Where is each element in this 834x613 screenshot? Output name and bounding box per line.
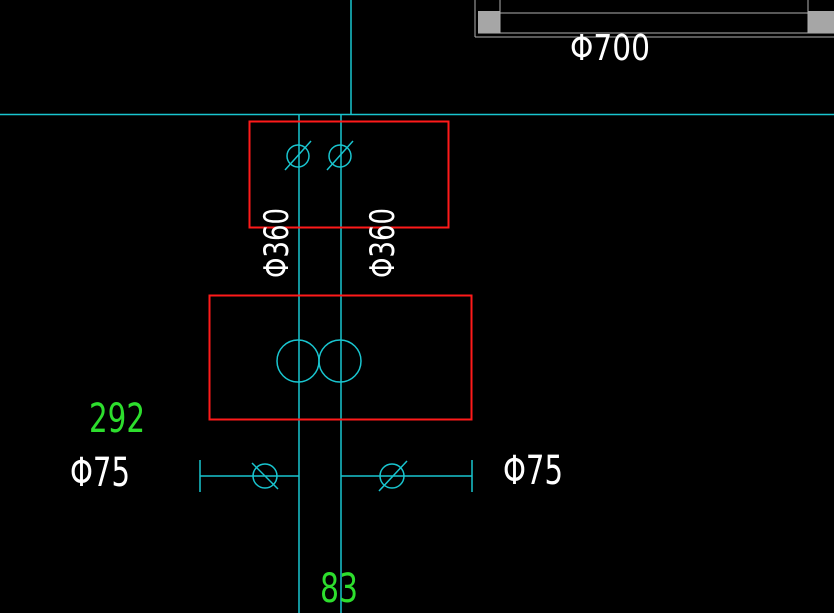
diameter-symbol-right	[326, 140, 354, 171]
diameter-symbol-left-slash	[284, 140, 312, 171]
frame-block-right	[808, 11, 834, 33]
diameter-symbol-right-slash	[326, 140, 354, 171]
side-branch-left-diameter-slash	[251, 462, 279, 490]
diameter-symbol-right-circle	[328, 144, 352, 168]
dimension-value-83: 83	[320, 566, 358, 612]
dimension-value-292: 292	[89, 396, 145, 442]
highlight-box-lower	[208, 294, 473, 421]
top-diameter-label: Φ700	[570, 28, 650, 69]
pipe-right-diameter-label: Φ360	[363, 208, 403, 278]
side-branch-right	[341, 460, 473, 492]
pipe-circle-right	[318, 339, 362, 383]
side-right-diameter-label: Φ75	[503, 448, 563, 494]
pipe-left-diameter-label: Φ360	[257, 208, 297, 278]
frame-block-left	[478, 11, 500, 33]
side-branch-right-diameter-slash	[378, 460, 408, 492]
diameter-symbol-left	[284, 140, 312, 171]
side-branch-left-diameter-circle	[252, 463, 278, 489]
pipe-circle-left	[276, 339, 320, 383]
top-right-frame	[474, 0, 834, 38]
highlight-box-upper	[248, 120, 450, 229]
side-branch-left	[199, 460, 299, 492]
diameter-symbol-left-circle	[286, 144, 310, 168]
side-branch-right-diameter-circle	[379, 463, 405, 489]
side-left-diameter-label: Φ75	[70, 450, 130, 496]
